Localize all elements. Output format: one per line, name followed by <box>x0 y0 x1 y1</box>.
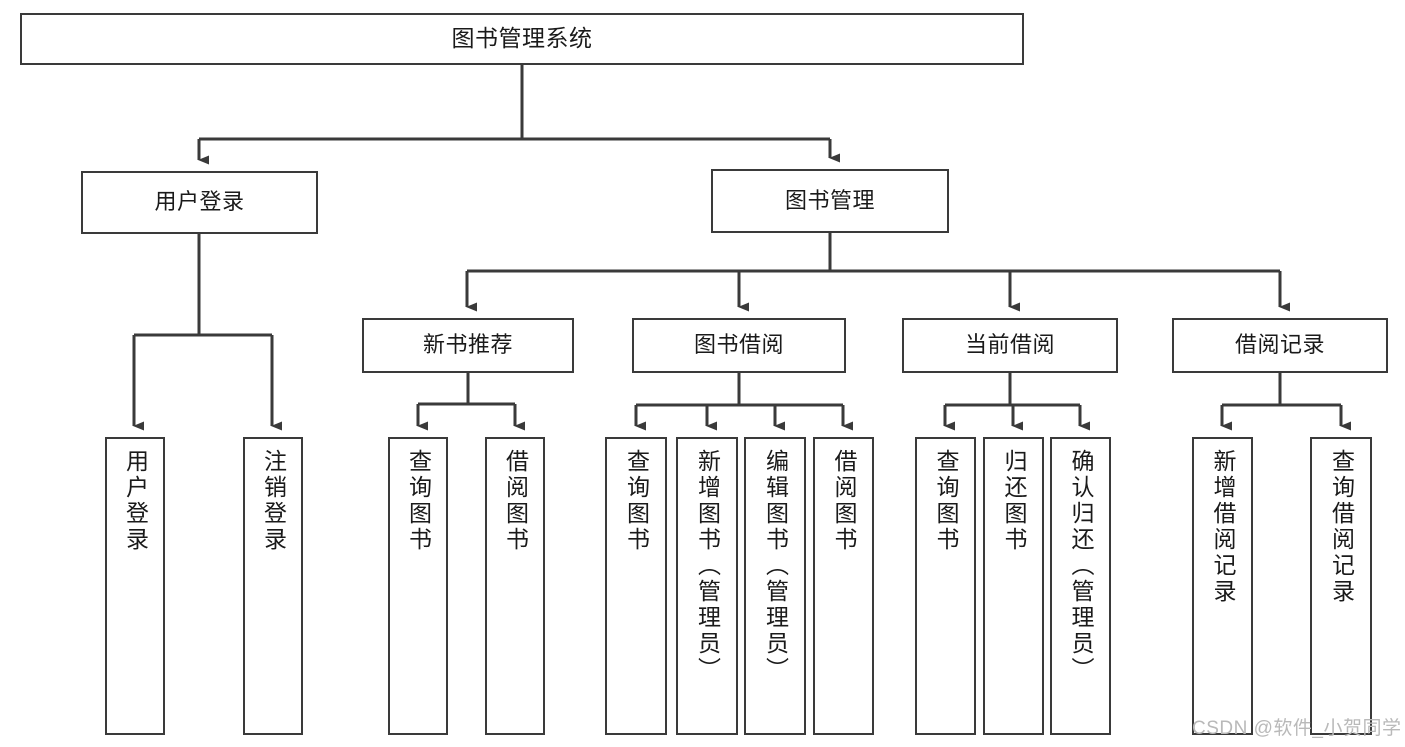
node-root-label: 图书管理系统 <box>451 25 593 52</box>
node-leaf-borrow-book-1-label: 借阅图书 <box>502 449 529 553</box>
node-leaf-query-book-1-label: 查询图书 <box>405 449 432 553</box>
node-leaf-edit-book-admin[interactable]: 编辑图书（管理员） <box>744 437 806 735</box>
node-leaf-user-login-label: 用户登录 <box>122 449 149 553</box>
node-leaf-confirm-return-admin[interactable]: 确认归还（管理员） <box>1050 437 1111 735</box>
node-book-manage[interactable]: 图书管理 <box>711 169 949 233</box>
node-user-login[interactable]: 用户登录 <box>81 171 318 234</box>
csdn-watermark: CSDN @软件_小贺同学 <box>1192 718 1402 739</box>
node-leaf-query-book-3-label: 查询图书 <box>933 449 959 553</box>
node-leaf-user-logout-label: 注销登录 <box>260 449 287 553</box>
node-leaf-add-book-admin[interactable]: 新增图书（管理员） <box>676 437 738 735</box>
node-current-lending[interactable]: 当前借阅 <box>902 318 1118 373</box>
node-leaf-borrow-book-2[interactable]: 借阅图书 <box>813 437 874 735</box>
node-leaf-query-book-2-label: 查询图书 <box>623 449 650 553</box>
node-root-system[interactable]: 图书管理系统 <box>20 13 1024 65</box>
node-leaf-add-lending-record-label: 新增借阅记录 <box>1210 449 1236 605</box>
node-book-borrow[interactable]: 图书借阅 <box>632 318 846 373</box>
node-leaf-user-login[interactable]: 用户登录 <box>105 437 165 735</box>
node-leaf-confirm-return-admin-label: 确认归还（管理员） <box>1068 449 1094 683</box>
node-leaf-query-book-1[interactable]: 查询图书 <box>388 437 448 735</box>
node-new-book-recommend-label: 新书推荐 <box>422 332 513 358</box>
node-book-borrow-label: 图书借阅 <box>693 332 784 358</box>
node-leaf-query-lending-record-label: 查询借阅记录 <box>1328 449 1355 605</box>
node-leaf-return-book-label: 归还图书 <box>1001 449 1027 553</box>
node-leaf-query-lending-record[interactable]: 查询借阅记录 <box>1310 437 1372 735</box>
node-leaf-borrow-book-1[interactable]: 借阅图书 <box>485 437 545 735</box>
node-lending-record[interactable]: 借阅记录 <box>1172 318 1388 373</box>
node-user-login-label: 用户登录 <box>154 189 245 215</box>
node-leaf-add-book-admin-label: 新增图书（管理员） <box>694 449 721 683</box>
node-leaf-edit-book-admin-label: 编辑图书（管理员） <box>762 449 789 683</box>
node-leaf-query-book-3[interactable]: 查询图书 <box>915 437 976 735</box>
node-lending-record-label: 借阅记录 <box>1234 332 1325 358</box>
node-current-lending-label: 当前借阅 <box>964 332 1055 358</box>
node-book-manage-label: 图书管理 <box>784 187 875 213</box>
node-leaf-query-book-2[interactable]: 查询图书 <box>605 437 667 735</box>
node-new-book-recommend[interactable]: 新书推荐 <box>362 318 574 373</box>
node-leaf-add-lending-record[interactable]: 新增借阅记录 <box>1192 437 1253 735</box>
node-leaf-user-logout[interactable]: 注销登录 <box>243 437 303 735</box>
node-leaf-return-book[interactable]: 归还图书 <box>983 437 1044 735</box>
node-leaf-borrow-book-2-label: 借阅图书 <box>831 449 857 553</box>
